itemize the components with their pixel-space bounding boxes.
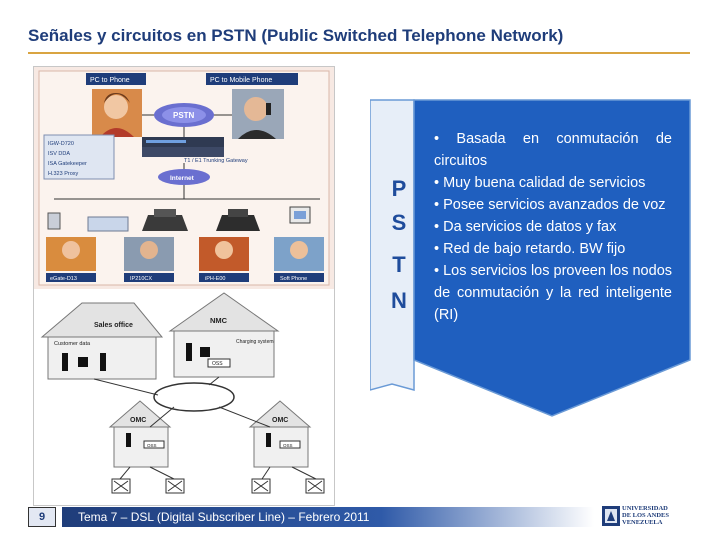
gateway-device [142,137,224,157]
logo-line: VENEZUELA [622,518,663,526]
pstn-cloud-label: PSTN [173,111,195,120]
device-label-1: eGate-D13 [50,276,77,282]
pstn-banner: P S T N [369,98,692,418]
people-row [46,237,324,271]
network-ring [153,382,235,412]
pstn-letter-s: S [391,210,407,235]
oss-label-1: OSS [212,361,223,367]
device-label-2: IP210CX [130,276,152,282]
pstn-letter-t: T [392,252,406,277]
gw-item-1: IGW-D720 [48,141,74,147]
label-pc-to-phone: PC to Phone [90,77,130,84]
network-diagram: PC to Phone PC to Mobile Phone PSTN [33,66,335,506]
gw-item-2: ISV DDA [48,151,70,157]
trunking-label: T1 / E1 Trunking Gateway [184,158,248,164]
slide-title: Señales y circuitos en PSTN (Public Swit… [28,26,564,45]
nmc-label: NMC [210,316,228,325]
internet-cloud: Internet [158,169,210,185]
footer-bar [62,507,594,527]
sales-office-house: Sales office Customer data [40,302,164,380]
bullet-item: • Red de bajo retardo. BW fijo [434,241,626,257]
omc-label-left: OMC [130,417,146,424]
bullet-item: • Posee servicios avanzados de voz [434,197,666,213]
logo-line: DE LOS ANDES [622,511,669,519]
university-logo [602,505,672,527]
device-label-3: iPH-E00 [205,276,225,282]
omc-house-left: OMC OSS [108,400,172,468]
bullet-list: • Basada en conmutación de circuitos • M… [434,128,672,326]
oss-label-3: OSS [283,443,293,448]
internet-label: Internet [170,175,195,182]
pstn-letter-n: N [391,288,407,313]
pstn-cloud: PSTN [154,103,214,127]
man-mobile-photo [232,89,284,139]
device-label-4: Soft Phone [280,276,307,282]
logo-line: UNIVERSIDAD [622,505,668,512]
logo-text: UNIVERSIDAD DE LOS ANDES VENEZUELA [622,505,669,526]
label-pc-to-mobile: PC to Mobile Phone [210,77,272,84]
oss-label-2: OSS [147,443,157,448]
charging-label: Charging system [236,339,274,345]
nmc-house: NMC Charging system OSS [168,292,280,378]
bullet-item: • Muy buena calidad de servicios [434,175,646,191]
gw-item-3: ISA Gatekeeper [48,161,87,167]
switch-boxes [111,466,325,494]
customer-data-label: Customer data [54,341,91,347]
gw-item-4: H.323 Proxy [48,171,79,177]
pstn-letter-p: P [391,176,407,201]
woman-phone-photo [92,89,142,137]
bullet-item: • Los servicios los proveen los nodos de… [434,263,673,323]
omc-label-right: OMC [272,417,288,424]
page-number: 9 [28,507,56,527]
title-divider [28,52,690,54]
sales-office-label: Sales office [94,322,133,329]
omc-house-right: OMC OSS [248,400,312,468]
bullet-item: • Da servicios de datos y fax [434,219,617,235]
footer-text: Tema 7 – DSL (Digital Subscriber Line) –… [78,510,370,524]
device-row [47,206,311,232]
bullet-item: • Basada en conmutación de circuitos [434,131,672,169]
